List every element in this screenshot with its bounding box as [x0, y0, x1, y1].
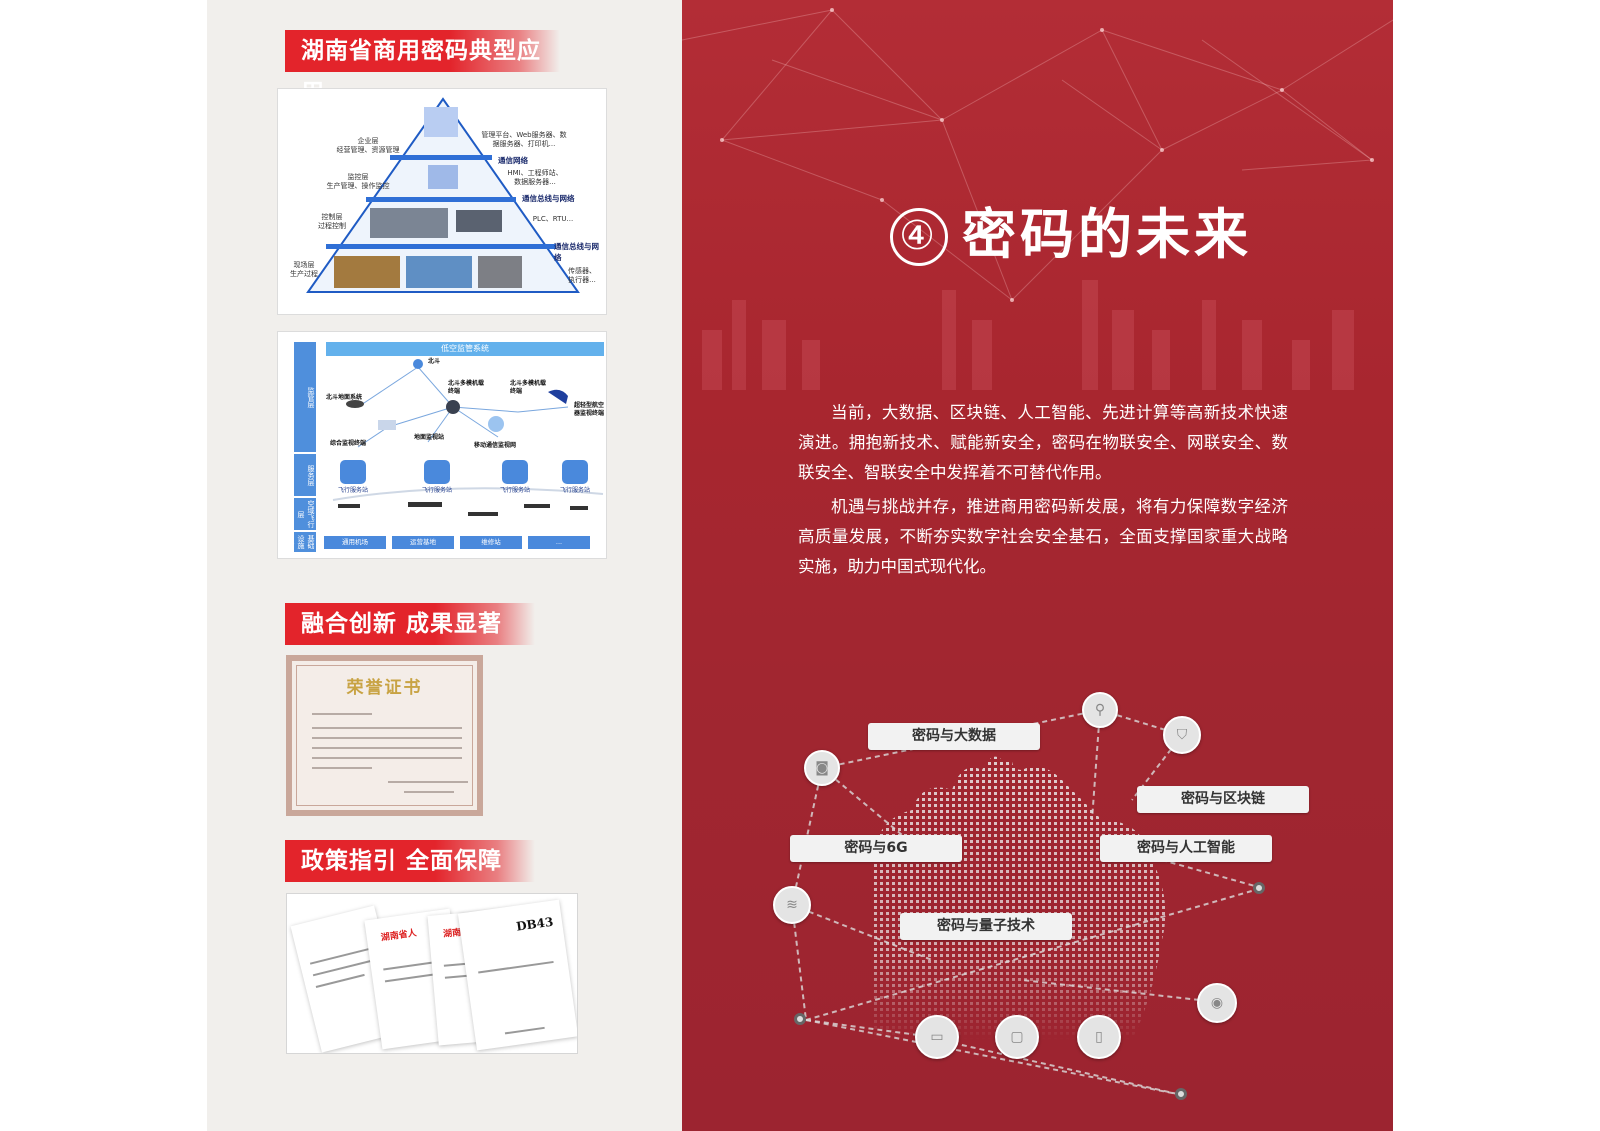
drone-side-label-4: 基础设施层: [287, 532, 316, 552]
drone-label-mobile-net: 移动通信监视网: [474, 442, 517, 449]
drone-side-label-2: 服务层: [294, 454, 316, 496]
low-altitude-system-image: 低空监管系统 监管层 服务层 空域飞行层 基础设施层 北斗地面系统 北斗 北斗多…: [277, 331, 607, 559]
pyramid-diagram: [306, 97, 580, 293]
flight-station-label-3: 飞行服务站: [499, 487, 530, 494]
doc-4: DB43: [457, 899, 577, 1051]
flight-station-label-2: 飞行服务站: [421, 487, 452, 494]
certificate-title: 荣誉证书: [346, 678, 423, 698]
drone-diagram-title: 低空监管系统: [326, 342, 604, 356]
drone-label-ultralight: 超轻型航空器监视终端: [574, 402, 605, 417]
flight-station-icon-2: [424, 460, 450, 484]
industrial-pyramid-image: 企业层 经营管理、资源管理 监控层 生产管理、操作监控 控制层 过程控制 现场层…: [277, 88, 607, 315]
drone-side-label-3: 空域飞行层: [294, 498, 316, 530]
drone-label-terminal-1: 北斗多模机载终端: [448, 380, 485, 395]
pyramid-bar-label-2: 通信总线与网络: [522, 194, 575, 203]
honor-certificate-image: 荣誉证书: [286, 655, 483, 816]
pill-quantum: 密码与量子技术: [900, 913, 1072, 940]
drone-label-beidou: 北斗: [428, 358, 441, 365]
card-icon: ▭: [915, 1015, 959, 1059]
pyramid-label-plc: PLC、RTU...: [532, 215, 574, 223]
pyramid-bar-label-1: 通信网络: [498, 156, 528, 165]
bottom-box-base: 运营基地: [392, 536, 454, 549]
bottom-box-more: ...: [528, 536, 590, 549]
drone-label-monitor-terminal: 综合监视终端: [330, 440, 367, 447]
flight-station-icon-4: [562, 460, 588, 484]
pyramid-bar-label-3: 通信总线与网络: [554, 242, 599, 262]
pyramid-label-field: 现场层 生产过程: [290, 261, 318, 278]
drone-label-terminal-2: 北斗多模机载终端: [510, 380, 547, 395]
section-number: ④: [890, 208, 948, 266]
pill-blockchain: 密码与区块链: [1137, 786, 1309, 813]
paragraph-2: 机遇与挑战并存，推进商用密码新发展，将有力保障数字经济高质量发展，不断夯实数字社…: [798, 497, 1288, 576]
shield-icon: ⛉: [1163, 716, 1201, 754]
flight-station-icon-3: [502, 460, 528, 484]
flight-station-icon-1: [340, 460, 366, 484]
eye-icon: ◉: [1197, 983, 1237, 1023]
drone-side-label-1: 监管层: [294, 342, 316, 452]
bottom-box-repair: 维修站: [460, 536, 522, 549]
pill-big-data: 密码与大数据: [868, 723, 1040, 750]
network-dot-1: [794, 1013, 806, 1025]
camera-icon: ◙: [804, 750, 840, 786]
pyramid-label-hmi: HMI、工程师站、 数据服务器...: [507, 169, 563, 186]
policy-documents-image: 湖南省人 湖南省人 DB43: [286, 893, 578, 1054]
pyramid-label-enterprise: 企业层 经营管理、资源管理: [336, 137, 400, 154]
ribbon-typical-apps: 湖南省商用密码典型应用: [285, 30, 560, 106]
cloud-network-graphic: [791, 709, 1263, 1096]
pyramid-label-sensor: 传感器、 执行器...: [568, 267, 596, 284]
ribbon-policy: 政策指引 全面保障: [285, 840, 535, 882]
bottom-box-airport: 通用机场: [324, 536, 386, 549]
pill-6g: 密码与6G: [790, 835, 962, 862]
drone-label-ground-station: 地面监视站: [414, 434, 445, 441]
monitor-icon: ▢: [995, 1015, 1039, 1059]
section-title-text: 密码的未来: [962, 203, 1252, 266]
pyramid-label-mgmt: 管理平台、Web服务器、数 据服务器、打印机...: [481, 131, 567, 148]
phone-icon: ▯: [1077, 1015, 1121, 1059]
pill-ai: 密码与人工智能: [1100, 835, 1272, 862]
pyramid-label-control: 控制层 过程控制: [318, 213, 346, 230]
pyramid-label-monitor: 监控层 生产管理、操作监控: [326, 173, 390, 190]
flight-station-label-1: 飞行服务站: [337, 487, 368, 494]
network-background: [682, 8, 1393, 390]
flight-station-label-4: 飞行服务站: [559, 487, 590, 494]
location-icon: ⚲: [1082, 692, 1118, 728]
ribbon-achievements: 融合创新 成果显著: [285, 603, 535, 645]
network-dot-2: [1253, 882, 1265, 894]
network-dot-3: [1175, 1088, 1187, 1100]
paragraph-1: 当前，大数据、区块链、人工智能、先进计算等高新技术快速演进。拥抱新技术、赋能新安…: [798, 403, 1288, 482]
drone-network-lines: [332, 359, 604, 516]
drone-label-beidou-ground: 北斗地面系统: [326, 394, 363, 401]
wifi-icon: ≋: [773, 886, 811, 924]
